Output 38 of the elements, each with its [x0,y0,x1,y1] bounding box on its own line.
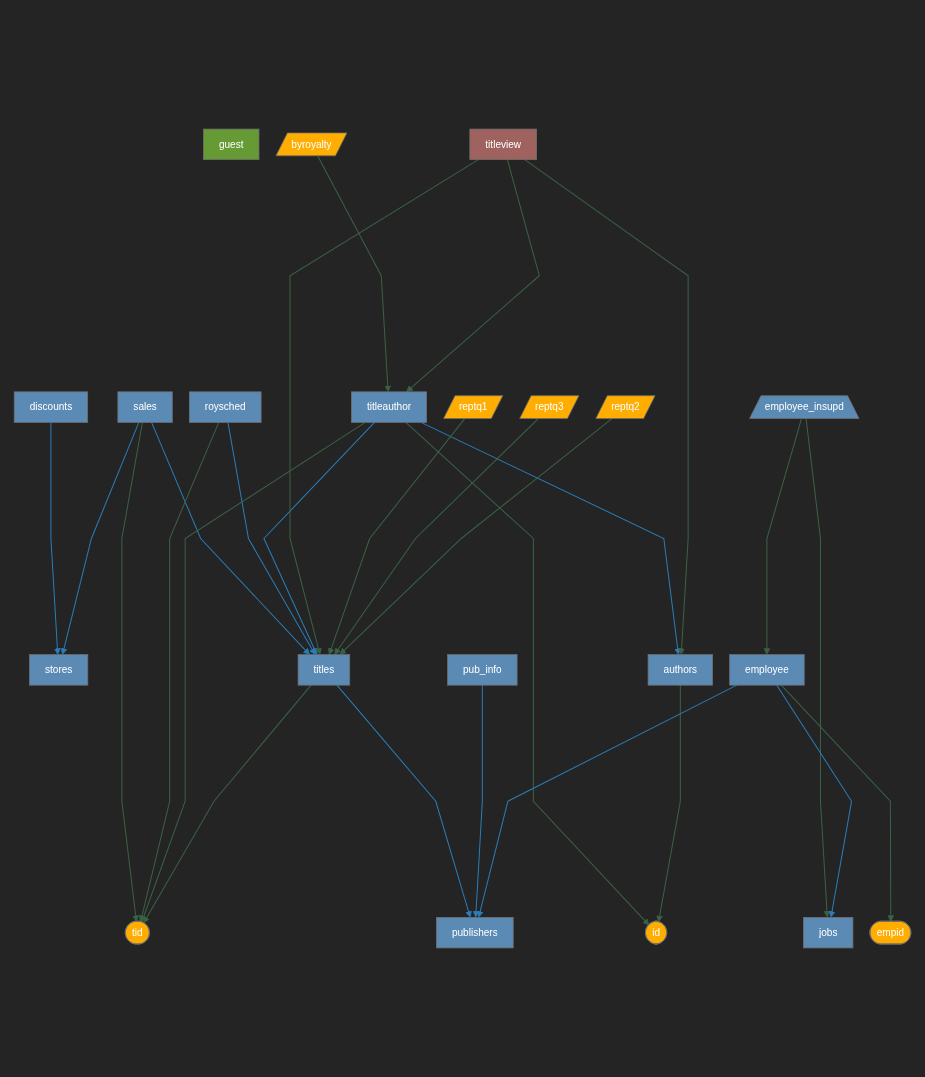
arrow [227,421,316,655]
node-box: jobs [803,916,854,949]
arrow [138,421,220,923]
arrow [339,418,613,655]
arrow [524,159,689,655]
node-box: authors [647,654,713,686]
node-box: employee [729,654,805,686]
arrow [121,421,143,922]
arrow [656,684,681,923]
arrow [140,421,366,923]
arrow [763,418,802,655]
arrow [780,684,895,922]
node-box: titleview [469,128,537,161]
arrow [420,421,682,655]
node-box: sales [117,391,173,423]
arrow [328,418,466,655]
arrow [405,421,650,926]
node-box: pub_info [447,654,518,686]
node-box: titles [297,654,351,686]
arrow [406,159,540,393]
node-box: publishers [436,916,514,949]
arrow [263,421,375,655]
arrow [289,159,479,655]
arrow [50,421,61,655]
arrow [776,684,853,918]
node-box: stores [29,654,89,686]
node-box: discounts [13,391,89,423]
arrow [151,421,310,655]
node-box: roysched [188,391,262,423]
node-box: guest [203,128,260,161]
node-box: titleauthor [351,391,427,423]
arrow [472,684,483,918]
arrow [60,421,140,655]
arrow [805,418,831,918]
arrow [317,155,392,393]
arrow [143,684,312,924]
arrow [336,684,472,918]
arrow [334,418,539,655]
